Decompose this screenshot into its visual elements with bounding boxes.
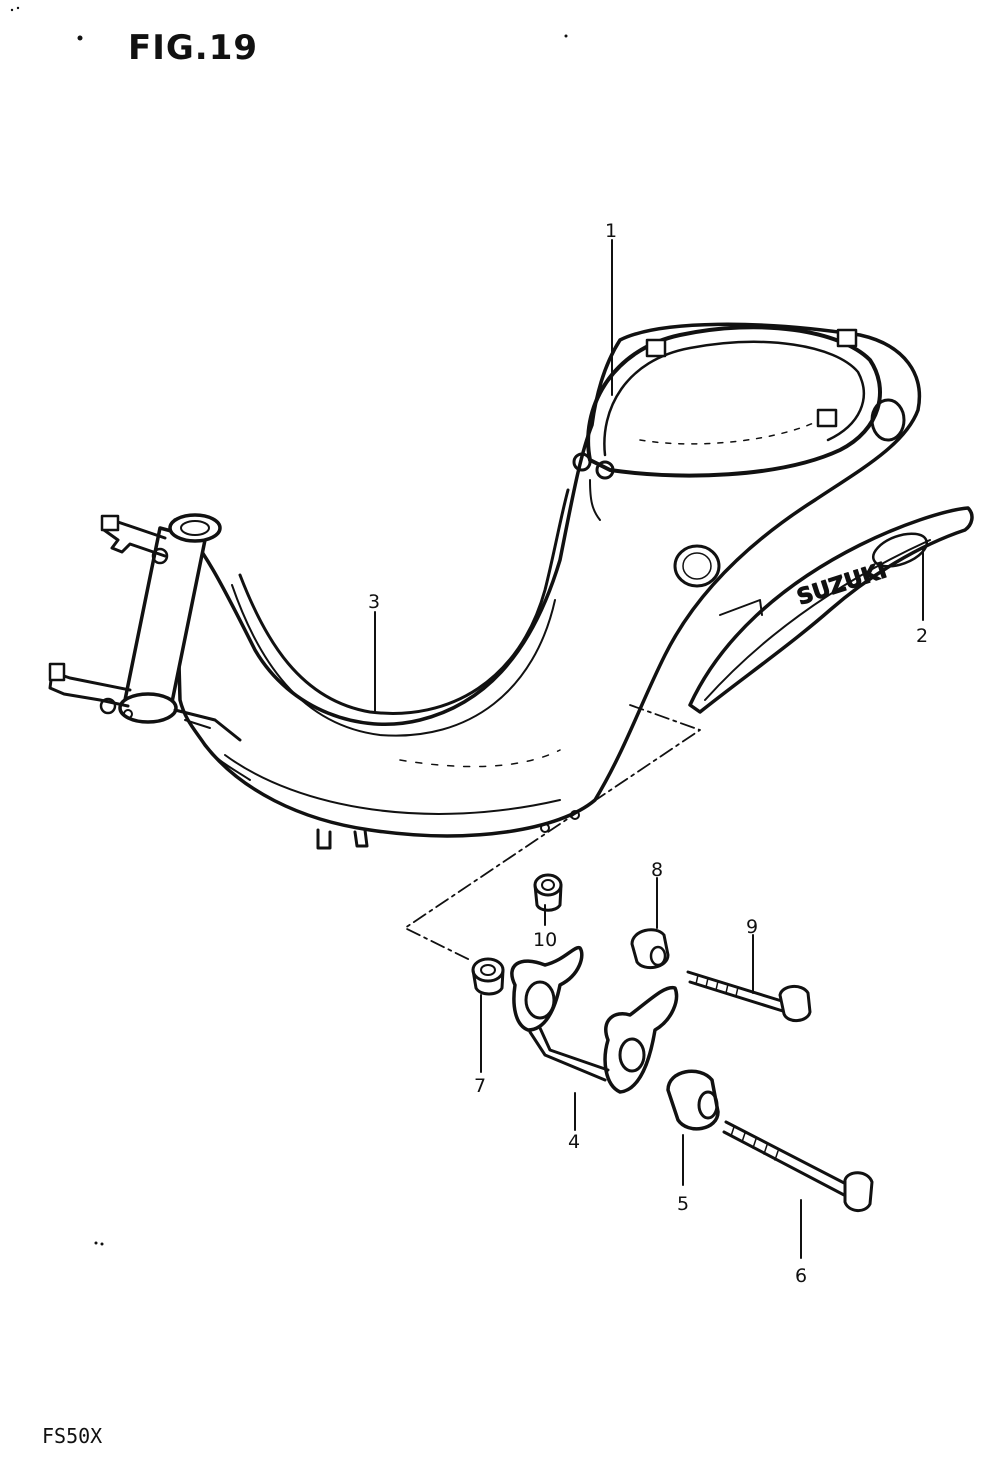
figure-title: FIG.19: [128, 28, 259, 68]
leader-lines: [374, 239, 924, 1259]
steering-head-pipe: [48, 513, 242, 742]
callout-8: 8: [651, 859, 663, 881]
assembly-reference-line: [404, 704, 701, 961]
part-8-spacer: [630, 928, 670, 970]
callout-6: 6: [795, 1265, 807, 1287]
callout-4: 4: [568, 1131, 580, 1153]
callout-5: 5: [677, 1193, 689, 1215]
part-7-bushing: [471, 957, 505, 996]
part-4-mount-bracket: [510, 945, 679, 1094]
head-opening: [572, 325, 882, 521]
part-6-bolt: [722, 1120, 874, 1212]
frame-body: [173, 322, 921, 850]
part-9-bolt: [686, 970, 812, 1022]
scan-specks: [10, 6, 568, 1246]
callout-9: 9: [746, 916, 758, 938]
callout-3: 3: [368, 591, 380, 613]
callout-7: 7: [474, 1075, 486, 1097]
part-10-bushing: [533, 873, 563, 912]
callout-2: 2: [916, 625, 928, 647]
callout-labels: 1 2 3 4 5 6 7 8 9 10: [368, 220, 928, 1287]
callout-1: 1: [605, 220, 617, 242]
part-5-cushion: [666, 1069, 720, 1131]
callout-10: 10: [533, 929, 557, 951]
model-code: FS50X: [42, 1424, 103, 1448]
